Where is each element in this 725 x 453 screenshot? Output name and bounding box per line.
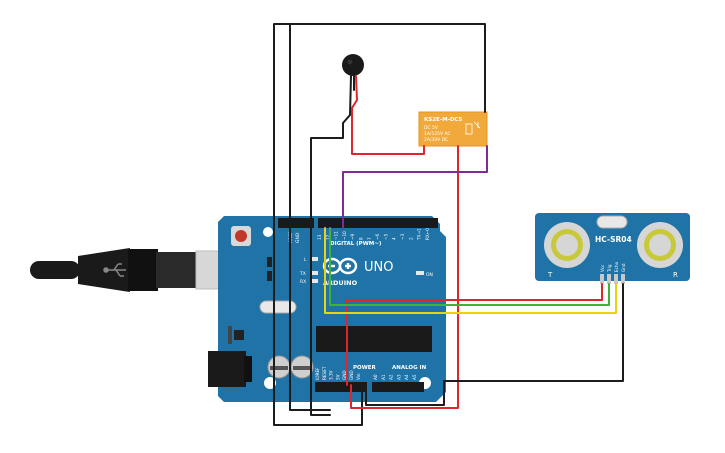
wires (273, 23, 624, 426)
wire-red-vcc (346, 283, 603, 386)
power-pin-label: 5V (335, 374, 340, 380)
relay-spec-1: DC 5V (424, 125, 439, 131)
sensor-pin-label: Trig (607, 264, 612, 273)
digital-header-label: DIGITAL (PWM~) (330, 241, 382, 247)
relay-spec-2: 1A/125V AC (424, 131, 451, 137)
sensor-r-marker: R (673, 271, 678, 279)
led-l-label: L (304, 257, 307, 263)
led-rx-label: RX (300, 279, 306, 285)
gnd-label: GND (295, 232, 301, 243)
mounting-hole (263, 227, 273, 237)
analog-header-label: ANALOG IN (392, 365, 427, 371)
digital-pin-label: TX→1 (417, 228, 422, 241)
vibration-motor (342, 54, 364, 76)
sensor-pin-vcc (600, 274, 604, 284)
digital-pin-label: 7 (367, 237, 372, 240)
led-tx-label: TX (299, 271, 306, 277)
power-pin-label: Vin (356, 373, 361, 380)
relay-symbol-icon (465, 121, 481, 135)
arduino-uno-board: ARDUINO UNO DIGITAL (PWM~) POWER ANALOG … (208, 216, 446, 402)
digital-pin-label: 4 (392, 237, 397, 240)
power-pin-label: RESET (322, 366, 327, 380)
on-led-label: ON (426, 272, 433, 278)
sensor-t-marker: T (547, 271, 553, 279)
relay-model-label: KS2E-M-DC5 (424, 117, 462, 123)
digital-pin-label: ~10 (342, 231, 347, 240)
wire-yellow-echo (324, 227, 617, 314)
analog-header (372, 382, 424, 392)
relay-spec-3: 2A/30V DC (424, 137, 448, 143)
digital-pin-label: 13 (317, 234, 322, 240)
digital-pin-label: 2 (408, 237, 413, 240)
sensor-pin-label: Gnd (621, 263, 626, 272)
digital-pin-label: ~5 (383, 233, 388, 240)
digital-header-right (318, 218, 438, 228)
led-tx (310, 271, 318, 275)
digital-header-left (278, 218, 314, 228)
digital-pin-label: 8 (359, 237, 364, 240)
analog-pin-label: A4 (404, 374, 409, 380)
power-pin-label: GND (349, 370, 354, 380)
sensor-pin-label: Echo (614, 261, 619, 272)
analog-pin-label: A2 (389, 374, 394, 380)
wire-red-relay-5v (350, 145, 459, 409)
led-on (416, 271, 424, 275)
crystal (259, 300, 297, 314)
power-header (315, 382, 367, 392)
digital-pin-label: ~3 (400, 233, 405, 240)
power-pin-label: 3.3V (329, 370, 334, 380)
wire-black-motor (310, 75, 352, 416)
sensor-model-label: HC-SR04 (595, 235, 632, 244)
wire-purple-coil (342, 145, 488, 229)
usb-symbol-icon (103, 263, 126, 277)
atmega-chip (316, 326, 432, 352)
board-name: UNO (364, 260, 393, 275)
sensor-crystal (596, 215, 628, 229)
relay-module: KS2E-M-DC5 DC 5V 1A/125V AC 2A/30V DC (418, 111, 488, 147)
analog-pin-label: A0 (373, 374, 378, 380)
analog-pin-label: A3 (396, 374, 401, 380)
digital-pin-label: 12 (325, 234, 330, 240)
sensor-pin-gnd (621, 274, 625, 284)
analog-pin-label: A5 (412, 374, 417, 380)
led-rx (310, 279, 318, 283)
wire-red-motor (351, 75, 425, 155)
digital-pin-label: ~11 (334, 231, 339, 240)
power-pin-label: GND (342, 370, 347, 380)
digital-pin-label: RX←0 (425, 228, 430, 240)
dc-power-jack (208, 351, 246, 387)
power-pin-label: IOREF (315, 367, 320, 380)
wire-black-gnd (365, 283, 624, 406)
digital-pin-label: ~6 (375, 233, 380, 240)
led-l (310, 257, 318, 261)
arduino-logo-text: ARDUINO (323, 279, 358, 287)
wire-green-trig (329, 227, 610, 306)
power-header-label: POWER (353, 365, 377, 371)
sensor-pin-label: Vcc (600, 264, 605, 272)
wire-black-loop (273, 23, 486, 426)
voltage-regulator (234, 330, 244, 340)
digital-pin-label: ~9 (350, 233, 355, 240)
sensor-pin-trig (607, 274, 611, 284)
sensor-pin-echo (614, 274, 618, 284)
analog-pin-label: A1 (381, 374, 386, 380)
